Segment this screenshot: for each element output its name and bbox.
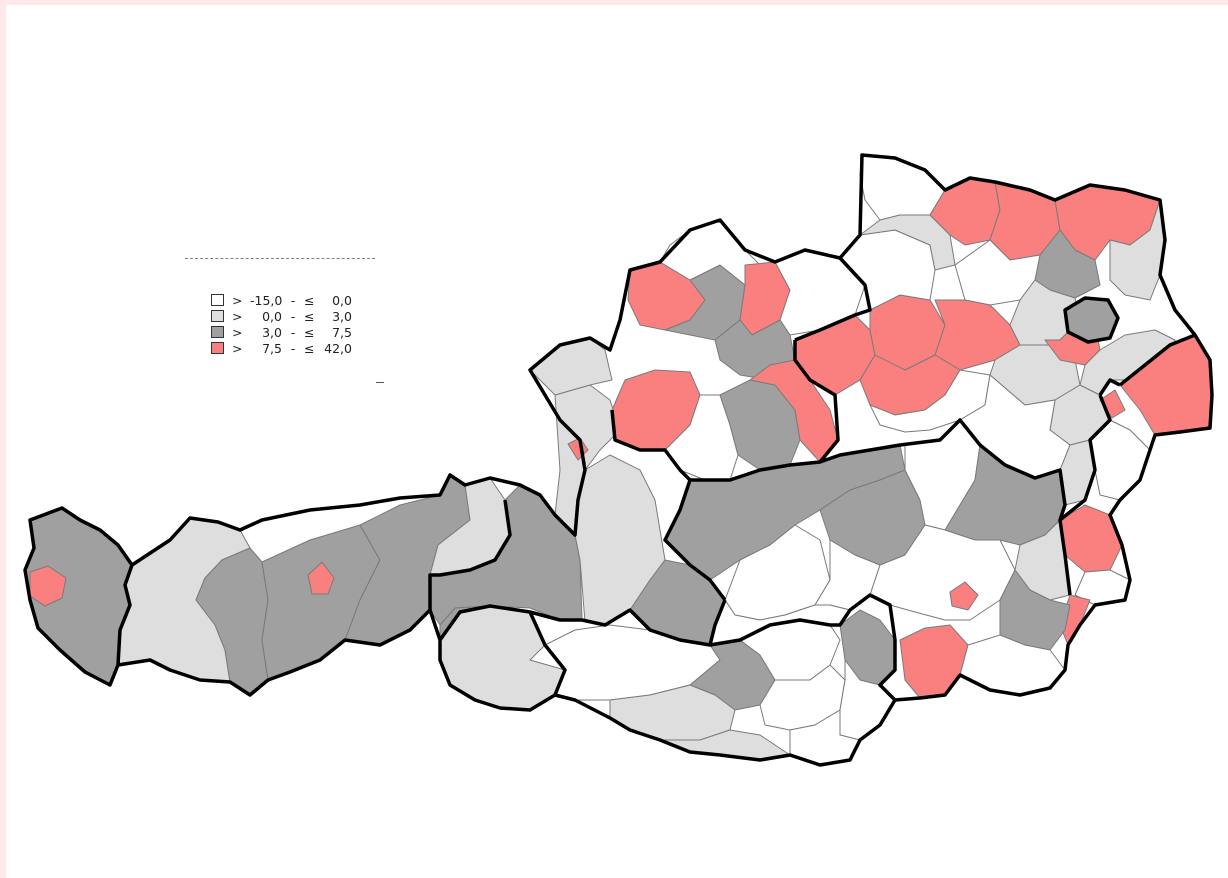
legend-gt-symbol: > bbox=[232, 292, 243, 308]
district-graz-stadt bbox=[949, 581, 979, 611]
map-legend: > -15,0 - ≤ 0,0 > 0,0 - ≤ 3,0 > 3,0 - ≤ … bbox=[185, 258, 384, 388]
legend-lower-bound: 3,0 bbox=[262, 324, 282, 340]
district-deutschlandsberg bbox=[899, 624, 969, 699]
district-zwettl bbox=[859, 214, 956, 271]
legend-lower-bound: 7,5 bbox=[262, 340, 282, 356]
legend-separator: - bbox=[290, 340, 296, 356]
legend-separator: - bbox=[290, 324, 296, 340]
legend-upper-bound: 42,0 bbox=[324, 340, 352, 356]
legend-row: > 3,0 - ≤ 7,5 bbox=[211, 324, 352, 340]
district-mistelbach bbox=[1109, 199, 1166, 301]
border-tirol-salzburg bbox=[428, 499, 512, 610]
border-wien bbox=[1063, 296, 1120, 344]
legend-swatch-dark-gray bbox=[211, 326, 224, 338]
legend-divider bbox=[185, 258, 375, 259]
border-stmk-kaernten bbox=[709, 593, 897, 702]
district-oberpullendorf bbox=[1059, 504, 1123, 573]
legend-le-symbol: ≤ bbox=[304, 308, 315, 324]
district-innsbruck-stadt bbox=[307, 561, 335, 595]
legend-le-symbol: ≤ bbox=[304, 340, 315, 356]
legend-lower-bound: -15,0 bbox=[250, 292, 283, 308]
legend-rows: > -15,0 - ≤ 0,0 > 0,0 - ≤ 3,0 > 3,0 - ≤ … bbox=[211, 292, 352, 356]
legend-swatch-red bbox=[211, 342, 224, 354]
legend-swatch-white bbox=[211, 294, 224, 306]
border-ooe-stmk bbox=[690, 460, 821, 482]
legend-upper-bound: 3,0 bbox=[332, 308, 352, 324]
border-austria-outline bbox=[23, 153, 1214, 767]
legend-upper-bound: 7,5 bbox=[332, 324, 352, 340]
legend-row: > -15,0 - ≤ 0,0 bbox=[211, 292, 352, 308]
border-vorarlberg-tirol bbox=[116, 564, 134, 666]
legend-le-symbol: ≤ bbox=[304, 292, 315, 308]
district-flachgau bbox=[529, 337, 613, 396]
legend-gt-symbol: > bbox=[232, 324, 243, 340]
legend-gt-symbol: > bbox=[232, 308, 243, 324]
legend-tick-mark bbox=[376, 382, 384, 383]
state-borders bbox=[23, 153, 1214, 767]
border-noe-burgenland bbox=[1058, 394, 1112, 596]
legend-separator: - bbox=[290, 292, 296, 308]
legend-row: > 0,0 - ≤ 3,0 bbox=[211, 308, 352, 324]
legend-le-symbol: ≤ bbox=[304, 324, 315, 340]
legend-gt-symbol: > bbox=[232, 340, 243, 356]
legend-separator: - bbox=[290, 308, 296, 324]
legend-upper-bound: 0,0 bbox=[332, 292, 352, 308]
border-ooe-noe bbox=[793, 256, 1067, 521]
legend-swatch-light-gray bbox=[211, 310, 224, 322]
district-gmuend bbox=[859, 154, 946, 221]
border-noe-bgld-north bbox=[1098, 333, 1196, 396]
border-salzburg-kaernten bbox=[529, 599, 727, 647]
legend-row: > 7,5 - ≤ 42,0 bbox=[211, 340, 352, 356]
legend-lower-bound: 0,0 bbox=[262, 308, 282, 324]
